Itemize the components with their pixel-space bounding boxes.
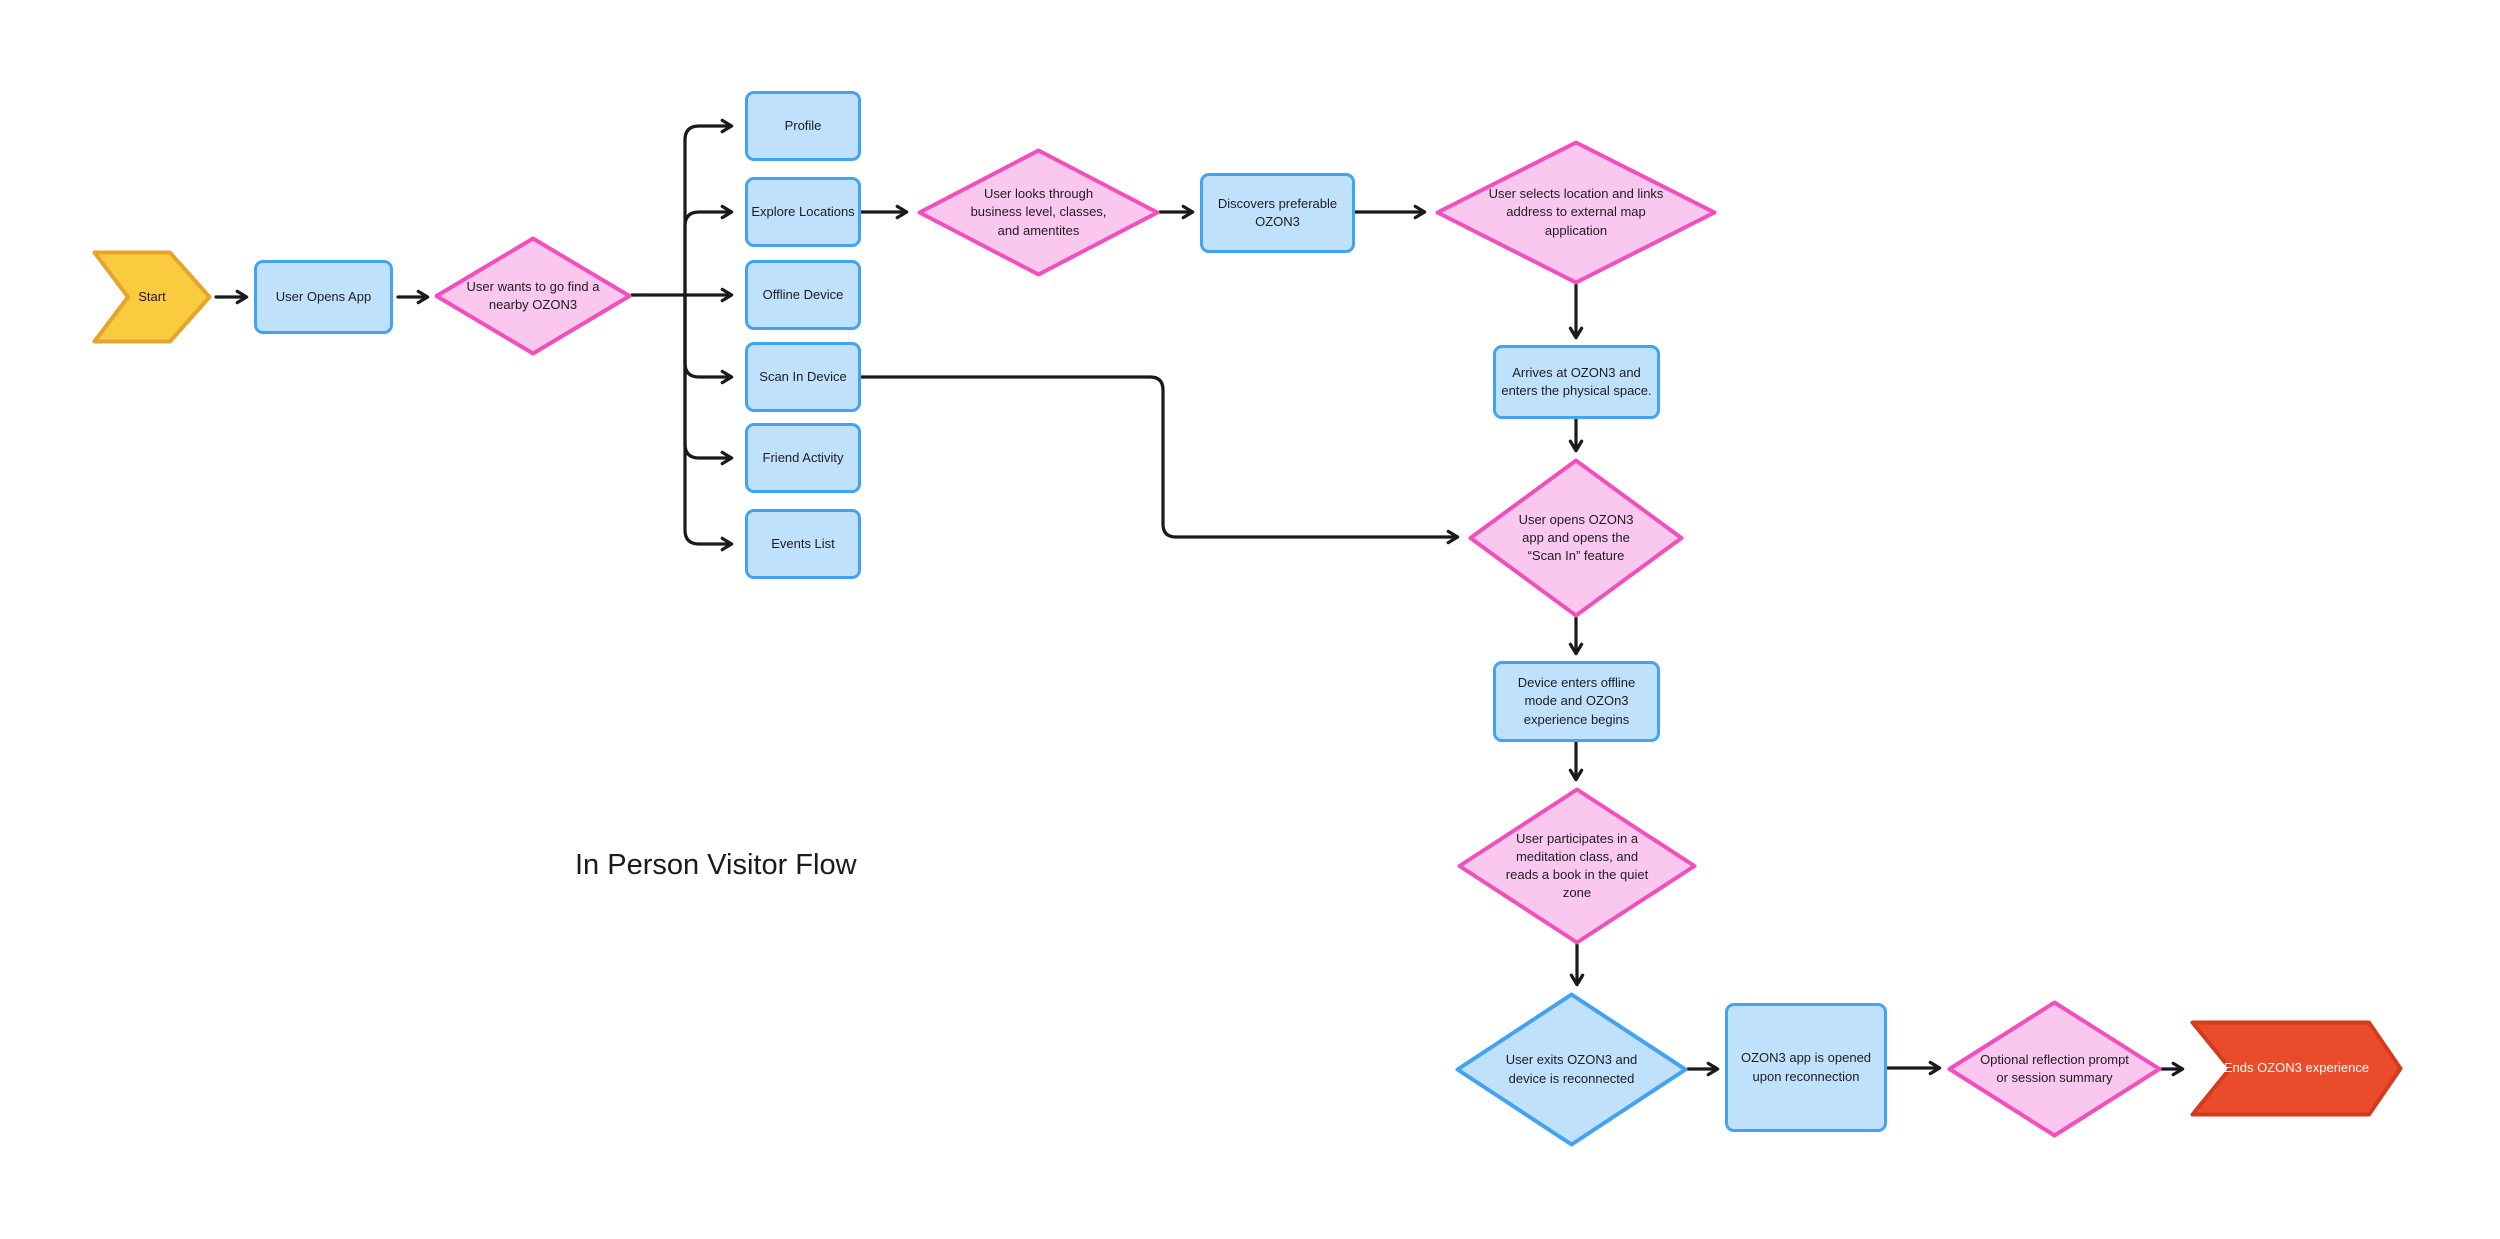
node-offline-device[interactable]: Offline Device: [745, 260, 861, 330]
node-wants-nearby-ozon3[interactable]: User wants to go find a nearby OZON3: [434, 236, 632, 356]
node-arrives-at-ozon3[interactable]: Arrives at OZON3 and enters the physical…: [1493, 345, 1660, 419]
process-box: [254, 260, 393, 334]
process-box: [745, 509, 861, 579]
node-opens-scan-in-feature[interactable]: User opens OZON3 app and opens the “Scan…: [1468, 458, 1684, 618]
decision-diamond: [1468, 458, 1684, 618]
node-ends-experience[interactable]: Ends OZON3 experience: [2190, 1020, 2403, 1117]
process-box: [745, 177, 861, 247]
process-box: [745, 260, 861, 330]
node-friend-activity[interactable]: Friend Activity: [745, 423, 861, 493]
decision-diamond: [1435, 140, 1717, 285]
edge-wants-nearby-ozon3-to-scan-in-device: [683, 293, 734, 385]
process-box: [745, 91, 861, 161]
node-profile[interactable]: Profile: [745, 91, 861, 161]
node-user-opens-app[interactable]: User Opens App: [254, 260, 393, 334]
node-user-exits-reconnect[interactable]: User exits OZON3 and device is reconnect…: [1455, 992, 1688, 1147]
decision-diamond: [1947, 1000, 2162, 1138]
node-events-list[interactable]: Events List: [745, 509, 861, 579]
node-participates-meditation[interactable]: User participates in a meditation class,…: [1457, 787, 1697, 945]
node-scan-in-device[interactable]: Scan In Device: [745, 342, 861, 412]
node-discovers-preferable[interactable]: Discovers preferable OZON3: [1200, 173, 1355, 253]
diagram-title[interactable]: In Person Visitor Flow: [575, 849, 857, 881]
end-chevron: [2190, 1020, 2403, 1117]
decision-diamond: [1457, 787, 1697, 945]
node-start[interactable]: Start: [92, 250, 212, 344]
process-box: [745, 342, 861, 412]
decision-diamond: [434, 236, 632, 356]
edge-wants-nearby-ozon3-to-explore-locations: [683, 204, 734, 297]
edge-scan-in-device-to-opens-scan-in-feature: [859, 375, 1460, 545]
node-explore-locations[interactable]: Explore Locations: [745, 177, 861, 247]
node-looks-through-levels[interactable]: User looks through business level, class…: [917, 148, 1160, 277]
decision-diamond: [917, 148, 1160, 277]
decision-diamond: [1455, 992, 1688, 1147]
edge-wants-nearby-ozon3-to-events-list: [683, 293, 734, 552]
process-box: [1200, 173, 1355, 253]
node-device-enters-offline[interactable]: Device enters offline mode and OZOn3 exp…: [1493, 661, 1660, 742]
process-box: [745, 423, 861, 493]
node-app-reopened[interactable]: OZON3 app is opened upon reconnection: [1725, 1003, 1887, 1132]
node-selects-location[interactable]: User selects location and links address …: [1435, 140, 1717, 285]
edge-wants-nearby-ozon3-to-profile: [683, 118, 734, 297]
process-box: [1493, 661, 1660, 742]
start-chevron: [92, 250, 212, 344]
process-box: [1725, 1003, 1887, 1132]
process-box: [1493, 345, 1660, 419]
node-optional-reflection[interactable]: Optional reflection prompt or session su…: [1947, 1000, 2162, 1138]
